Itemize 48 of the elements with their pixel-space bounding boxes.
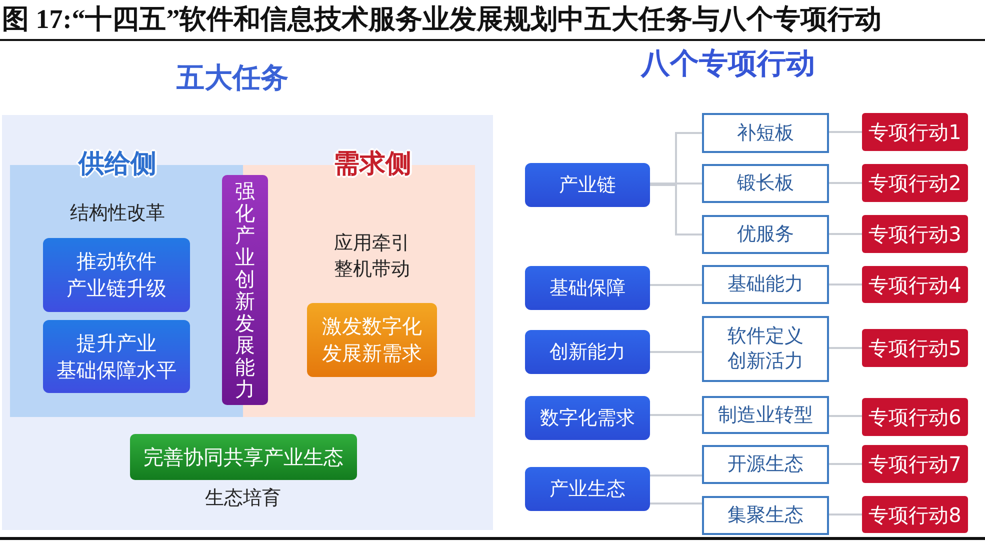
subtitle-text: 结构性改革 [69, 201, 166, 226]
vertical-banner: 强化产业创新发展能力 [222, 175, 268, 405]
item-box: 基础能力 [702, 265, 829, 304]
category-box: 创新能力 [525, 330, 650, 374]
task-box: 激发数字化发展新需求 [307, 303, 437, 377]
subtitle-text: 应用牵引整机带动 [333, 231, 411, 282]
task-box: 推动软件产业链升级 [43, 238, 190, 312]
action-tag: 专项行动5 [862, 329, 968, 367]
action-tag: 专项行动2 [862, 164, 968, 202]
connector-line [829, 514, 862, 516]
action-tag: 专项行动7 [862, 445, 968, 483]
category-box: 基础保障 [525, 266, 650, 310]
connector-line [829, 347, 862, 349]
connector-line [829, 415, 862, 417]
item-box: 优服务 [702, 215, 829, 254]
item-box: 集聚生态 [702, 496, 829, 535]
section-heading: 供给侧 [76, 148, 158, 181]
connector-line [650, 351, 702, 353]
action-tag: 专项行动4 [862, 266, 968, 303]
connector-line [650, 474, 702, 476]
item-box: 软件定义创新活力 [702, 316, 829, 382]
item-box: 开源生态 [702, 445, 829, 484]
figure-title: 图 17:“十四五”软件和信息技术服务业发展规划中五大任务与八个专项行动 [2, 3, 882, 35]
connector-line [829, 284, 862, 286]
connector-line [829, 233, 862, 235]
panel-heading: 五大任务 [176, 60, 290, 96]
task-box: 完善协同共享产业生态 [130, 434, 357, 480]
action-tag: 专项行动8 [862, 496, 968, 533]
item-box: 锻长板 [702, 164, 829, 203]
section-heading: 需求侧 [332, 148, 412, 181]
connector-line [650, 502, 702, 504]
item-box: 制造业转型 [702, 396, 829, 434]
connector-line [650, 414, 702, 416]
action-tag: 专项行动6 [862, 398, 968, 436]
connector-line [829, 131, 862, 133]
caption-text: 生态培育 [204, 486, 282, 511]
connector-line [650, 182, 702, 184]
action-tag: 专项行动3 [862, 215, 968, 253]
connector-line [829, 182, 862, 184]
item-box: 补短板 [702, 113, 829, 153]
connector-line [829, 463, 862, 465]
category-box: 数字化需求 [525, 396, 650, 440]
task-box: 提升产业基础保障水平 [43, 320, 190, 393]
action-tag: 专项行动1 [862, 113, 968, 151]
connector-line [650, 284, 702, 286]
panel-heading: 八个专项行动 [640, 45, 816, 82]
category-box: 产业链 [525, 163, 650, 207]
category-box: 产业生态 [525, 467, 650, 511]
